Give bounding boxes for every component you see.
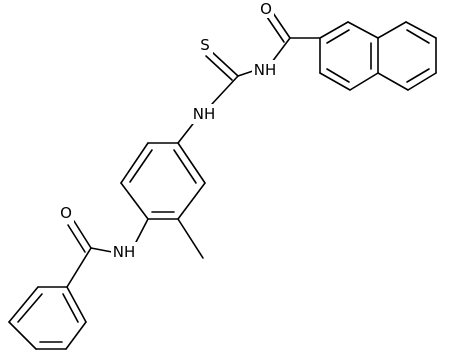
naphthalene-ring-left	[319, 21, 379, 91]
nh-label-right: NH	[254, 61, 277, 79]
sulfur-label: S	[200, 36, 210, 54]
benzamide-linkage	[66, 218, 149, 288]
nh-label-left: NH	[193, 105, 216, 123]
atom-labels: O S NH NH O NH	[58, 0, 278, 262]
oxygen-label-top: O	[260, 0, 272, 18]
oxygen-label-bottom: O	[60, 204, 72, 222]
central-benzene-ring	[120, 142, 206, 220]
benzoyl-benzene-ring	[8, 286, 87, 350]
thiourea-core	[205, 51, 257, 105]
methyl-bond	[177, 218, 204, 259]
nh-label-bottom: NH	[113, 243, 136, 261]
naphthoyl-carbonyl	[264, 9, 321, 63]
naphthalene-ring-right	[377, 21, 437, 91]
